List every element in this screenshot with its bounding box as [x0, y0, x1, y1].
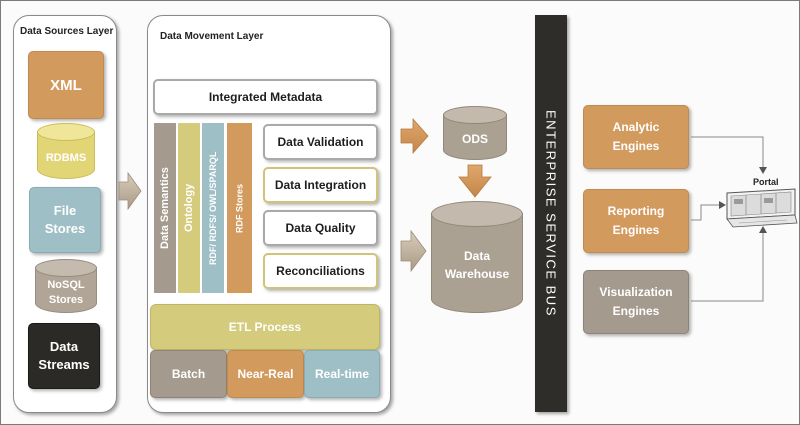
file-stores-box: File Stores [29, 187, 101, 253]
portal-label: Portal [753, 177, 779, 187]
rdbms-label: RDBMS [45, 152, 87, 164]
reporting-engines-box: Reporting Engines [583, 189, 689, 253]
portal-connectors [691, 136, 764, 302]
data-streams-box: Data Streams [28, 323, 100, 389]
warehouse-label: Data Warehouse [444, 249, 510, 281]
visualization-engines-box: Visualization Engines [583, 270, 689, 334]
arrow-ods-to-warehouse [458, 164, 492, 198]
data-quality-box: Data Quality [263, 210, 378, 246]
portal-icon [726, 188, 798, 228]
data-sources-title: Data Sources Layer [20, 26, 114, 37]
arrow-movement-to-warehouse [400, 229, 427, 273]
near-real-box: Near-Real [227, 350, 304, 398]
enterprise-service-bus: ENTERPRISE SERVICE BUS [535, 15, 567, 412]
warehouse-cylinder: Data Warehouse [431, 201, 523, 313]
batch-box: Batch [150, 350, 227, 398]
nosql-label: NoSQL Stores [47, 278, 85, 306]
ods-label: ODS [461, 132, 488, 146]
data-integration-box: Data Integration [263, 167, 378, 203]
xml-box: XML [28, 51, 104, 119]
reconciliations-box: Reconciliations [263, 253, 378, 289]
analytic-engines-box: Analytic Engines [583, 105, 689, 169]
rdbms-cylinder: RDBMS [37, 123, 95, 179]
connector-arrowheads [719, 167, 767, 233]
real-time-box: Real-time [304, 350, 380, 398]
nosql-cylinder: NoSQL Stores [35, 259, 97, 313]
ods-cylinder: ODS [443, 106, 507, 160]
data-movement-title: Data Movement Layer [160, 31, 264, 42]
arrow-movement-to-ods [400, 117, 429, 155]
data-validation-box: Data Validation [263, 124, 378, 160]
integrated-metadata-box: Integrated Metadata [153, 79, 378, 115]
arrow-sources-to-movement [118, 171, 142, 211]
etl-process-box: ETL Process [150, 304, 380, 350]
esb-label: ENTERPRISE SERVICE BUS [543, 110, 559, 317]
